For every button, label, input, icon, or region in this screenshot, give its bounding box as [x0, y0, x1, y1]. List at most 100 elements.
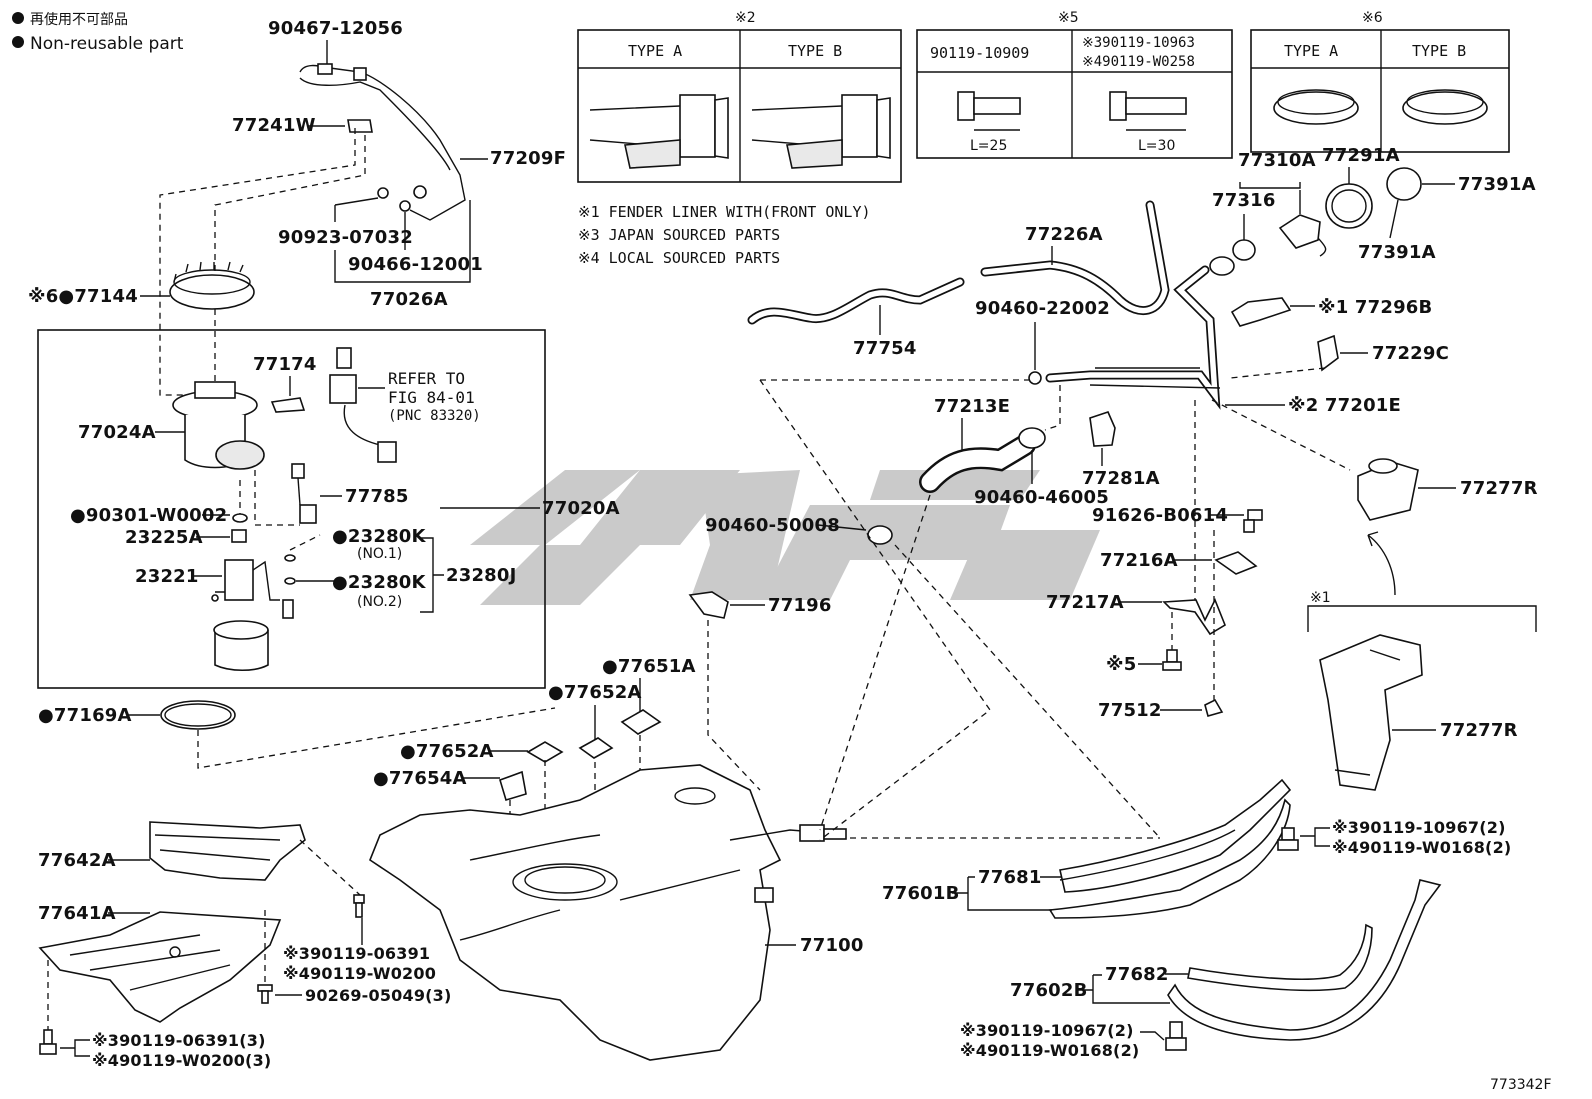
bracket-77217a	[1162, 598, 1226, 636]
hose-77226a	[980, 200, 1170, 315]
clip-90269-05049	[257, 984, 273, 1004]
table5-col-b2: ※490119-W0258	[1082, 54, 1195, 70]
table-type-5: ※5 90119-10909 ※390119-10963 ※490119-W02…	[916, 10, 1233, 159]
label-23225a: 23225A	[125, 527, 203, 548]
legend-jp: 再使用不可部品	[30, 11, 128, 28]
refer-line-2: FIG 84-01	[388, 388, 475, 407]
table-type-2: ※2 TYPE A TYPE B	[577, 10, 902, 183]
label-77229c: 77229C	[1372, 343, 1449, 364]
refer-line-1: REFER TO	[388, 369, 465, 388]
label-77217a: 77217A	[1046, 592, 1124, 613]
label-77512: 77512	[1098, 700, 1162, 721]
clip-77281a	[1089, 411, 1116, 447]
harness-77785	[291, 463, 317, 524]
label-77144: ※6●77144	[28, 286, 138, 307]
label-77020a: 77020A	[542, 498, 620, 519]
hose-77754	[747, 277, 965, 325]
label-77641a: 77641A	[38, 903, 116, 924]
label-90119-w0168-b: ※490119-W0168(2)	[960, 1041, 1139, 1060]
label-23280k-2-no: (NO.2)	[357, 594, 402, 610]
fuel-tank-77100	[369, 764, 847, 1061]
label-23221: 23221	[135, 566, 199, 587]
strap-77602b-lower	[1167, 879, 1442, 1041]
label-77213e: 77213E	[934, 396, 1010, 417]
label-90460-46005: 90460-46005	[974, 487, 1109, 508]
label-77277r-2: 77277R	[1440, 720, 1518, 741]
gasket-77316	[1232, 239, 1256, 261]
watermark-logo	[470, 470, 1100, 605]
label-77652a-top: ●77652A	[548, 682, 642, 703]
bolt-mark-5	[1162, 649, 1182, 671]
label-77209f: 77209F	[490, 148, 566, 169]
label-90467-12056: 90467-12056	[268, 18, 403, 39]
label-77652a-mid: ●77652A	[400, 741, 494, 762]
table2-col-a: TYPE A	[628, 42, 682, 60]
bolt-90119-10967	[1277, 827, 1299, 851]
label-77642a: 77642A	[38, 850, 116, 871]
protector-77277r-lower	[1319, 634, 1423, 791]
label-77169a: ●77169A	[38, 705, 132, 726]
label-90119-06391-3: ※390119-06391(3)	[92, 1031, 266, 1050]
pump-tube-assembly	[299, 40, 466, 221]
refer-line-3: (PNC 83320)	[388, 408, 481, 424]
label-90923-07032: 90923-07032	[278, 227, 413, 248]
pump-filter-cup	[213, 620, 269, 672]
o-ring-90301	[232, 513, 248, 523]
clip-77512	[1204, 698, 1224, 717]
bolt-91626-b0614	[1243, 509, 1263, 533]
label-90460-50008: 90460-50008	[705, 515, 840, 536]
note-1: ※1 FENDER LINER WITH(FRONT ONLY)	[578, 203, 871, 221]
strap-77601b-lower	[1048, 798, 1291, 919]
gasket-77169a	[160, 700, 236, 730]
table5-col-a: 90119-10909	[930, 44, 1029, 62]
clamp-90460-50008	[867, 525, 893, 545]
label-23280k-1-no: (NO.1)	[357, 546, 402, 562]
label-77310a: 77310A	[1238, 150, 1316, 171]
label-77602b: 77602B	[1010, 980, 1088, 1001]
pump-assembly-box	[37, 329, 546, 689]
label-90119-10967: ※390119-10967(2)	[1332, 818, 1506, 837]
label-mark-1: ※1	[1310, 590, 1331, 606]
pump-body-77024a	[172, 381, 265, 470]
clamp-90460-46005	[1018, 427, 1046, 449]
label-77201e: ※2 77201E	[1288, 395, 1401, 416]
stickers	[499, 709, 662, 801]
label-90269-05049: 90269-05049(3)	[305, 986, 452, 1005]
sender-gauge-connector	[329, 347, 397, 463]
label-91626-b0614: 91626-B0614	[1092, 505, 1228, 526]
label-77174: 77174	[253, 354, 317, 375]
label-23280k-2: ●23280K	[332, 572, 427, 593]
len-a: L=25	[970, 138, 1007, 154]
label-77754: 77754	[853, 338, 917, 359]
label-90119-06391: ※390119-06391	[283, 944, 430, 963]
fuel-pump-23221	[211, 559, 294, 619]
table-type-6: ※6 TYPE A TYPE B	[1250, 10, 1510, 153]
bracket-77216a	[1214, 551, 1258, 575]
table6-col-a: TYPE A	[1284, 42, 1338, 60]
label-77654a: ●77654A	[373, 768, 467, 789]
table5-col-b1: ※390119-10963	[1082, 35, 1195, 51]
clip-77174	[270, 397, 306, 413]
label-mark-5: ※5	[1106, 654, 1136, 675]
label-77026a: 77026A	[370, 289, 448, 310]
label-90119-w0200-3: ※490119-W0200(3)	[92, 1051, 271, 1070]
bolt-90119-06391	[353, 894, 365, 918]
label-77100: 77100	[800, 935, 864, 956]
label-77651a: ●77651A	[602, 656, 696, 677]
label-90119-w0200: ※490119-W0200	[283, 964, 436, 983]
heat-shield-77642a	[149, 821, 306, 881]
label-90301: ●90301-W0002	[70, 505, 227, 526]
table2-col-b: TYPE B	[788, 42, 842, 60]
fuel-cap-77310a	[1278, 214, 1327, 257]
note-3: ※3 JAPAN SOURCED PARTS	[578, 226, 780, 244]
label-77316: 77316	[1212, 190, 1276, 211]
label-77296b: ※1 77296B	[1318, 297, 1432, 318]
strap-77682	[1187, 923, 1373, 992]
label-90119-w0168: ※490119-W0168(2)	[1332, 838, 1511, 857]
label-23280j: 23280J	[446, 565, 517, 586]
label-77681: 77681	[978, 867, 1042, 888]
figure-id: 773342F	[1490, 1077, 1552, 1093]
bolt-90119-10967-b	[1165, 1021, 1187, 1051]
label-77785: 77785	[345, 486, 409, 507]
